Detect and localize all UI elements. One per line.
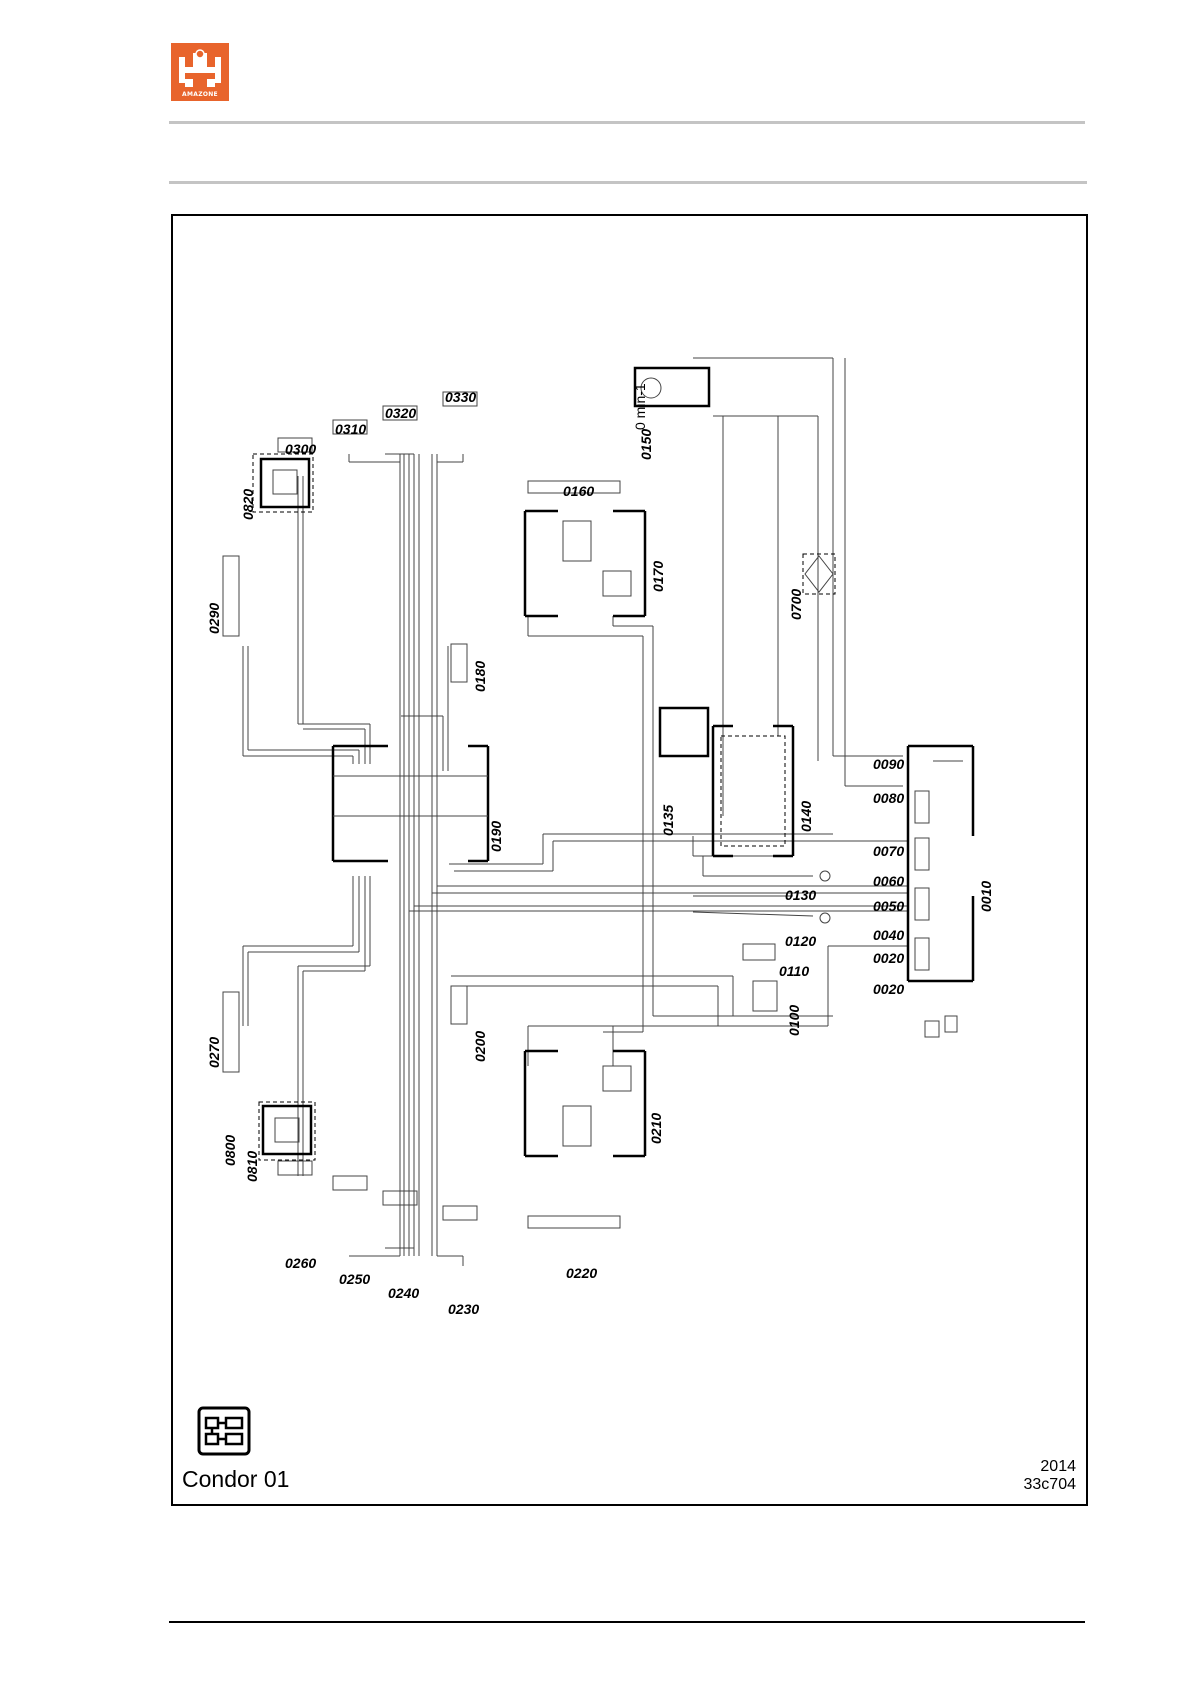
document-year: 2014 — [1040, 1458, 1076, 1476]
brand-name: AMAZONE — [171, 91, 229, 98]
document-id: 33c704 — [1024, 1476, 1077, 1494]
label-0120: 0120 — [785, 933, 816, 949]
label-0100: 0100 — [786, 1005, 802, 1036]
hydraulic-diagram: 0300 0310 0320 0330 0160 0090 0080 0070 … — [173, 216, 1086, 1504]
label-0150: 0150 — [638, 429, 654, 460]
component-labels: 0300 0310 0320 0330 0160 0090 0080 0070 … — [206, 383, 994, 1317]
label-0300: 0300 — [285, 441, 316, 457]
label-0220: 0220 — [566, 1265, 597, 1281]
label-0130: 0130 — [785, 887, 816, 903]
header-rule-bottom — [169, 181, 1087, 184]
label-0160: 0160 — [563, 483, 594, 499]
label-0290: 0290 — [206, 603, 222, 634]
label-0270: 0270 — [206, 1037, 222, 1068]
label-0260: 0260 — [285, 1255, 316, 1271]
label-0080: 0080 — [873, 790, 904, 806]
label-0135: 0135 — [660, 805, 676, 836]
hydraulic-schematic-icon — [199, 1408, 249, 1454]
diagram-frame: 0300 0310 0320 0330 0160 0090 0080 0070 … — [171, 214, 1088, 1506]
label-0020-upper: 0020 — [873, 950, 904, 966]
label-0050: 0050 — [873, 898, 904, 914]
label-0800: 0800 — [222, 1135, 238, 1166]
label-0010: 0010 — [978, 881, 994, 912]
label-0040: 0040 — [873, 927, 904, 943]
label-0070: 0070 — [873, 843, 904, 859]
label-0810: 0810 — [244, 1151, 260, 1182]
label-0170: 0170 — [650, 561, 666, 592]
speed-label: 0 min-1 — [632, 383, 648, 430]
header-rule-top — [169, 121, 1085, 124]
label-0090: 0090 — [873, 756, 904, 772]
label-0180: 0180 — [472, 661, 488, 692]
label-0190: 0190 — [488, 821, 504, 852]
label-0210: 0210 — [648, 1113, 664, 1144]
label-0230: 0230 — [448, 1301, 479, 1317]
label-0700: 0700 — [788, 589, 804, 620]
label-0320: 0320 — [385, 405, 416, 421]
label-0060: 0060 — [873, 873, 904, 889]
label-0140: 0140 — [798, 801, 814, 832]
label-0200: 0200 — [472, 1031, 488, 1062]
label-0820: 0820 — [240, 489, 256, 520]
footer-rule — [169, 1621, 1085, 1623]
label-0020-lower: 0020 — [873, 981, 904, 997]
machine-name: Condor 01 — [182, 1466, 289, 1493]
component-blocks — [223, 368, 973, 1228]
label-0330: 0330 — [445, 389, 476, 405]
amazone-logo: AMAZONE — [171, 43, 229, 101]
label-0310: 0310 — [335, 421, 366, 437]
label-0240: 0240 — [388, 1285, 419, 1301]
label-0250: 0250 — [339, 1271, 370, 1287]
label-0110: 0110 — [779, 963, 809, 979]
